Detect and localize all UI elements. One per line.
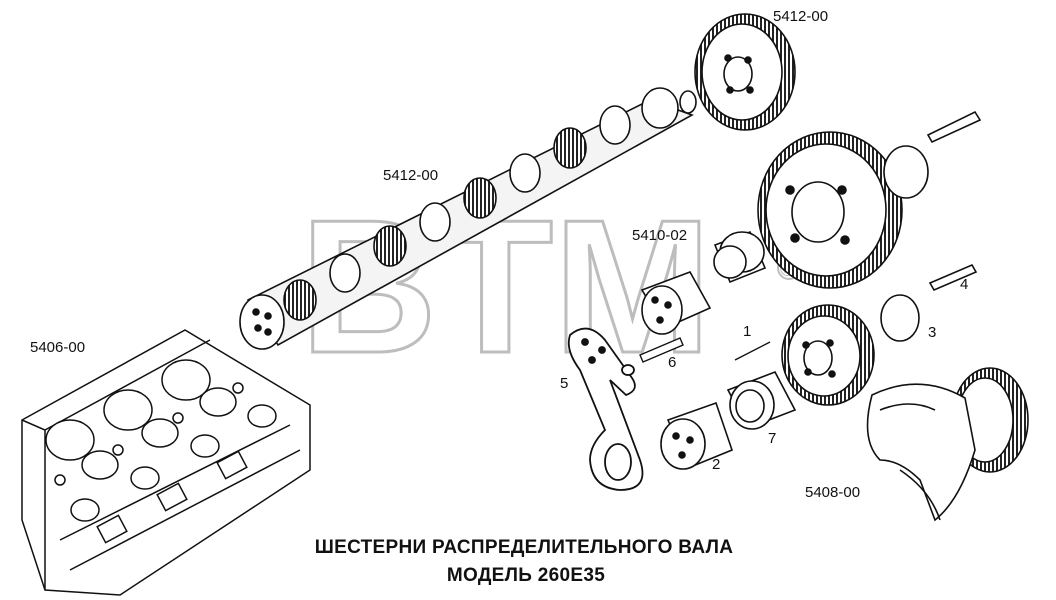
camshaft — [239, 87, 697, 350]
label-bushings: 5410-02 — [632, 227, 687, 244]
part-number-2: 2 — [712, 456, 720, 473]
camshaft-gear-top — [694, 13, 796, 131]
part-number-1: 1 — [743, 323, 751, 340]
part-number-7: 7 — [768, 430, 776, 447]
part-number-5: 5 — [560, 375, 568, 392]
bolt-6 — [639, 337, 684, 363]
engine-block — [21, 329, 311, 596]
bushings — [640, 230, 797, 470]
crankshaft — [866, 367, 1029, 522]
diagram-title-line-2: МОДЕЛЬ 260Е35 — [446, 565, 606, 586]
idler-gear-small — [781, 304, 875, 406]
part-number-6: 6 — [668, 354, 676, 371]
part-number-3: 3 — [928, 324, 936, 341]
label-crankshaft: 5408-00 — [805, 484, 860, 501]
diagram-title-line-1: ШЕСТЕРНИ РАСПРЕДЕЛИТЕЛЬНОГО ВАЛА — [314, 537, 734, 558]
label-engine-block: 5406-00 — [30, 339, 85, 356]
leader-line-part-1 — [734, 341, 771, 361]
thrust-washer-lower — [880, 263, 978, 342]
support-bracket — [567, 327, 644, 491]
idler-gear-large — [757, 131, 903, 289]
label-camshaft-gear: 5412-00 — [773, 8, 828, 25]
label-camshaft: 5412-00 — [383, 167, 438, 184]
part-number-4: 4 — [960, 276, 968, 293]
thrust-washer-upper — [883, 110, 982, 199]
